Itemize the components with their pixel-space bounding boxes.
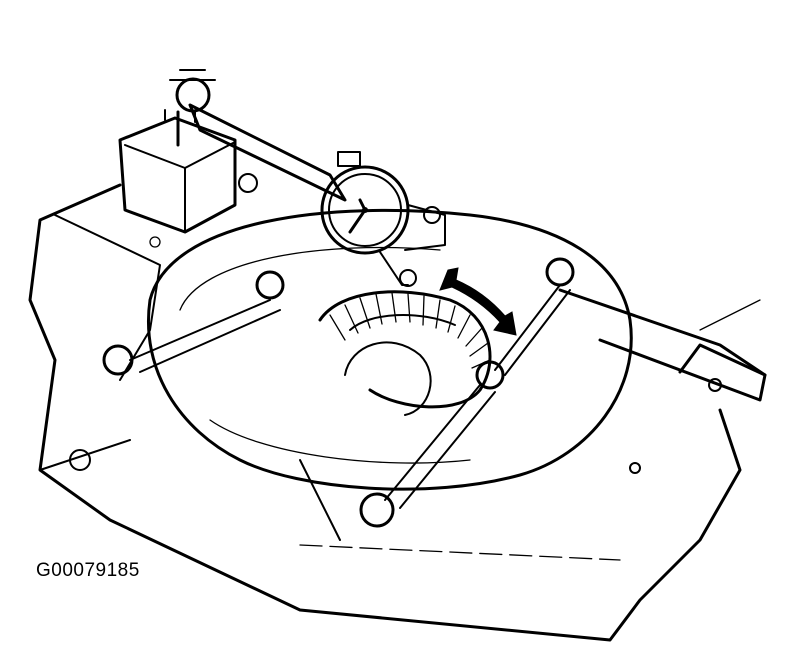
- figure-code: G00079185: [36, 560, 140, 581]
- rotation-arrow: [439, 267, 517, 336]
- dial-gauge: [320, 151, 446, 287]
- case-bolts: [69, 173, 722, 528]
- housing-plate: [28, 183, 761, 642]
- ring-gear: [318, 290, 492, 416]
- holding-bar: [558, 288, 767, 402]
- case-opening: [147, 208, 633, 491]
- indicator-arm: [169, 69, 347, 202]
- support-rails: [129, 284, 571, 541]
